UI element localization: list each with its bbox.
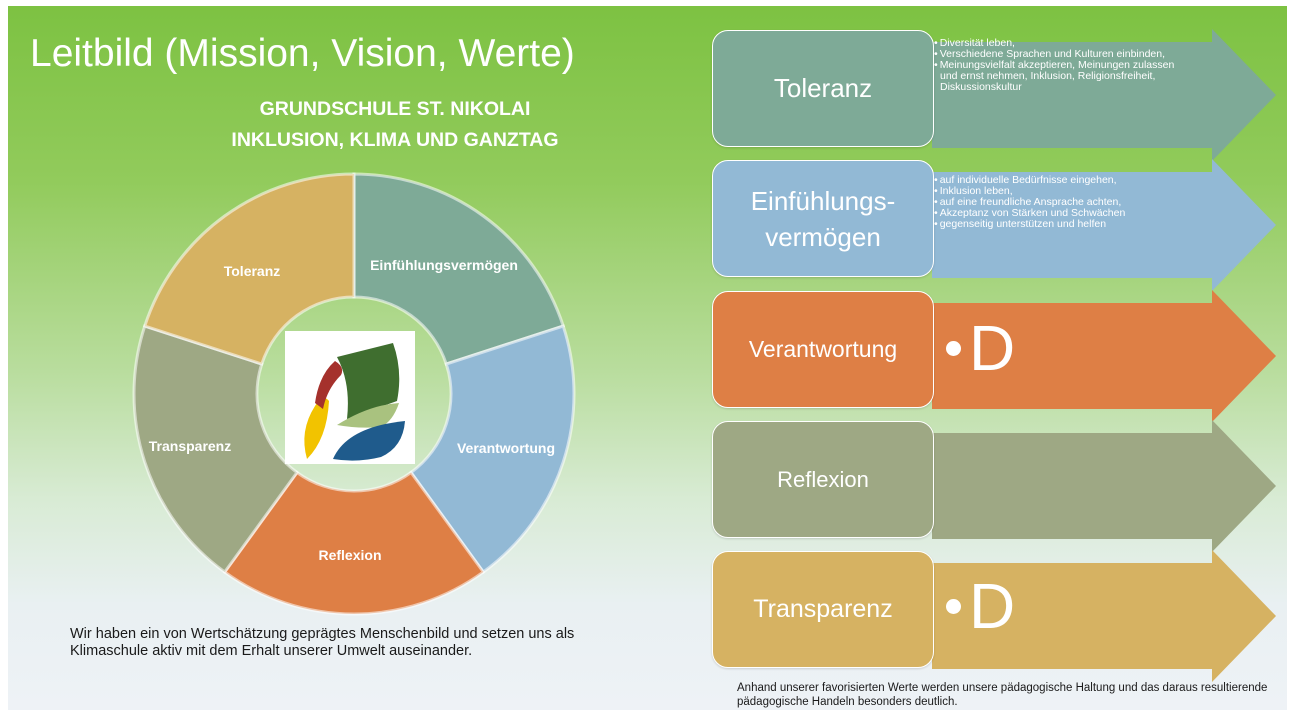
page-title: Leitbild (Mission, Vision, Werte): [30, 32, 575, 75]
logo-red-leaf: [315, 361, 343, 409]
reflexion-title: Reflexion: [777, 466, 869, 492]
mission-caption: Wir haben ein von Wertschätzung geprägte…: [70, 626, 575, 659]
logo-blue-leaf: [333, 421, 405, 461]
toleranz-item: Meinungsvielfalt akzeptieren, Meinungen …: [934, 60, 1179, 93]
cycle-label-transparenz: Transparenz: [149, 438, 231, 454]
reflexion-arrow: [932, 420, 1276, 552]
einfuehlungsvermoegen-item: auf eine freundliche Ansprache achten,: [934, 197, 1179, 208]
school-name: GRUNDSCHULE ST. NIKOLAI: [259, 98, 531, 120]
bullet-dot-icon: [946, 598, 961, 614]
reflexion-box: Reflexion: [712, 421, 934, 538]
verantwortung-box: Verantwortung: [712, 291, 934, 408]
toleranz-box: Toleranz: [712, 30, 934, 147]
logo-darkgreen-leaf: [337, 343, 400, 419]
logo-yellow-leaf: [304, 397, 329, 459]
cycle-label-toleranz: Toleranz: [224, 263, 281, 279]
slide: Leitbild (Mission, Vision, Werte) GRUNDS…: [8, 6, 1287, 710]
bullet-dot-icon: [946, 340, 961, 356]
transparenz-arrow: [932, 550, 1276, 682]
toleranz-item: Verschiedene Sprachen und Kulturen einbi…: [934, 49, 1179, 60]
school-logo: [285, 331, 415, 464]
einfuehlungsvermoegen-item: gegenseitig unterstützen und helfen: [934, 219, 1179, 230]
verantwortung-bullet-text: D: [969, 312, 1016, 384]
cycle-label-einfühlungsvermögen: Einfühlungsvermögen: [370, 257, 518, 273]
toleranz-title: Toleranz: [773, 73, 873, 103]
cycle-segment-reflexion: [132, 324, 300, 575]
cycle-label-reflexion: Reflexion: [318, 547, 381, 563]
toleranz-details: Diversität leben, Verschiedene Sprachen …: [934, 38, 1179, 93]
einfuehlungsvermoegen-box: Einfühlungs- vermögen: [712, 160, 934, 277]
cycle-label-verantwortung: Verantwortung: [457, 440, 555, 456]
einfuehlungsvermoegen-title-line2: vermögen: [765, 221, 881, 252]
cycle-segment-transparenz: [142, 172, 356, 366]
einfuehlungsvermoegen-item: auf individuelle Bedürfnisse eingehen,: [934, 175, 1179, 186]
verantwortung-arrow: [932, 290, 1276, 422]
cycle-segment-einfühlungsvermögen: [408, 324, 576, 575]
toleranz-item: Diversität leben,: [934, 38, 1179, 49]
einfuehlungsvermoegen-item: Inklusion leben,: [934, 186, 1179, 197]
logo-lightgreen-leaf: [337, 403, 399, 428]
cycle-segment-verantwortung: [222, 470, 486, 616]
cycle-segment-toleranz: [352, 172, 566, 366]
transparenz-box: Transparenz: [712, 551, 934, 668]
school-logo-graphic: [304, 343, 405, 461]
verantwortung-title: Verantwortung: [748, 336, 898, 362]
einfuehlungsvermoegen-title-line1: Einfühlungs-: [750, 185, 896, 216]
transparenz-bullet: D: [946, 574, 1015, 638]
einfuehlungsvermoegen-item: Akzeptanz von Stärken und Schwächen: [934, 208, 1179, 219]
transparenz-title: Transparenz: [753, 595, 893, 623]
verantwortung-bullet: D: [946, 316, 1015, 380]
school-motto: INKLUSION, KLIMA UND GANZTAG: [231, 129, 559, 151]
transparenz-bullet-text: D: [969, 570, 1016, 642]
values-cycle-diagram: Toleranz EinfühlungsvermögenVerantwortung…: [132, 172, 576, 616]
footer-note: Anhand unserer favorisierten Werte werde…: [737, 682, 1268, 708]
einfuehlungsvermoegen-details: auf individuelle Bedürfnisse eingehen, I…: [934, 175, 1179, 230]
